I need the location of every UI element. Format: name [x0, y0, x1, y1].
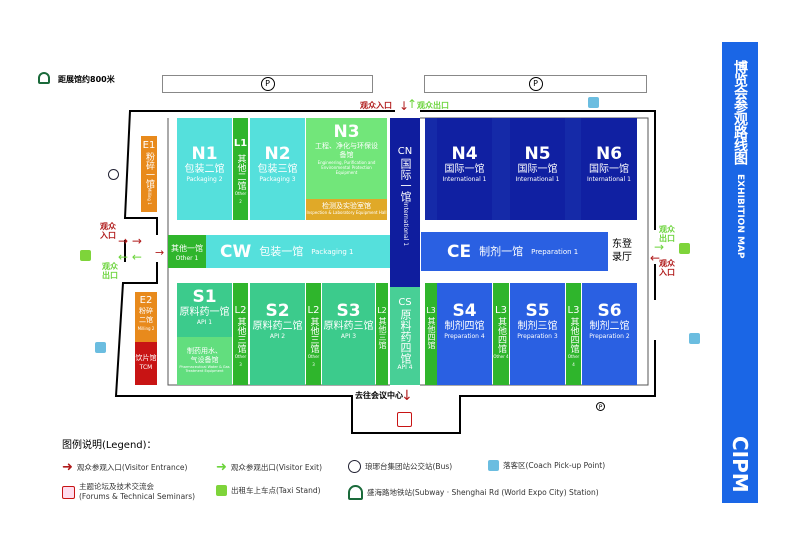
taxi-icon[interactable] — [80, 250, 91, 261]
forum-icon — [62, 485, 75, 499]
north-entrance-label: 观众入口 — [360, 101, 392, 110]
taxi-icon[interactable] — [679, 243, 690, 254]
north-exit-label: 观众出口 — [417, 101, 449, 110]
east-exit-label: 观众 出口 — [659, 225, 675, 243]
green-arrow-icon: ➜ — [216, 460, 227, 475]
east-entrance-label: 观众 入口 — [659, 259, 675, 277]
map-title: 博览会参观路线图 — [732, 60, 748, 164]
parking-icon: P — [528, 77, 543, 91]
bus-icon — [348, 460, 361, 473]
parking-icon: P — [260, 77, 275, 91]
cipm-logo: CIPM — [728, 436, 752, 493]
legend-visitor-entrance: ➜观众参观入口(Visitor Entrance) — [62, 460, 188, 475]
legend-subway: 盛海路地铁站(Subway · Shenghai Rd (World Expo … — [348, 485, 599, 500]
entrance-arrow-icon: → → — [118, 234, 142, 248]
conference-center-label: 去往会议中心 — [355, 391, 403, 400]
legend-bus: 琅琊台集团站公交站(Bus) — [348, 460, 452, 473]
subway-icon — [38, 72, 50, 84]
entrance-arrow-icon: → — [155, 246, 165, 259]
legend-coach: 落客区(Coach Pick-up Point) — [488, 460, 605, 471]
east-registration-hall[interactable]: 东登录厅 — [612, 239, 632, 263]
legend-taxi: 出租车上车点(Taxi Stand) — [216, 485, 321, 496]
forum-icon[interactable] — [397, 412, 412, 427]
subway-icon — [348, 485, 363, 500]
venue-boundary — [114, 110, 656, 434]
entrance-arrow-icon: ↓ — [401, 388, 413, 404]
coach-icon — [488, 460, 499, 471]
parking-lot-north-west: P — [162, 75, 373, 93]
exit-arrow-icon: ← ← — [118, 250, 142, 264]
red-arrow-icon: ➜ — [62, 460, 73, 475]
exit-arrow-icon: → — [654, 240, 665, 254]
parking-lot-north-east: P — [424, 75, 647, 93]
coach-icon[interactable] — [95, 342, 106, 353]
legend-visitor-exit: ➜观众参观出口(Visitor Exit) — [216, 460, 322, 475]
entrance-arrow-icon: ← — [650, 251, 661, 265]
sidebar-banner: 博览会参观路线图 EXHIBITION MAP CIPM — [722, 42, 758, 503]
entrance-arrow-icon: ↓ — [399, 99, 410, 113]
map-title-en: EXHIBITION MAP — [735, 174, 745, 259]
taxi-icon — [216, 485, 227, 496]
coach-icon[interactable] — [689, 333, 700, 344]
legend-title: 图例说明(Legend)： — [62, 440, 157, 451]
bus-icon[interactable] — [108, 169, 119, 180]
west-entrance-label: 观众 入口 — [100, 222, 116, 240]
exit-arrow-icon: ↑ — [407, 97, 418, 111]
legend-forums: 主题论坛及技术交流会 (Forums & Technical Seminars) — [62, 482, 195, 502]
parking-icon: P — [596, 402, 605, 411]
coach-icon[interactable] — [588, 97, 599, 108]
subway-distance-note: 距展馆约800米 — [58, 75, 115, 84]
west-exit-label: 观众 出口 — [102, 262, 118, 280]
